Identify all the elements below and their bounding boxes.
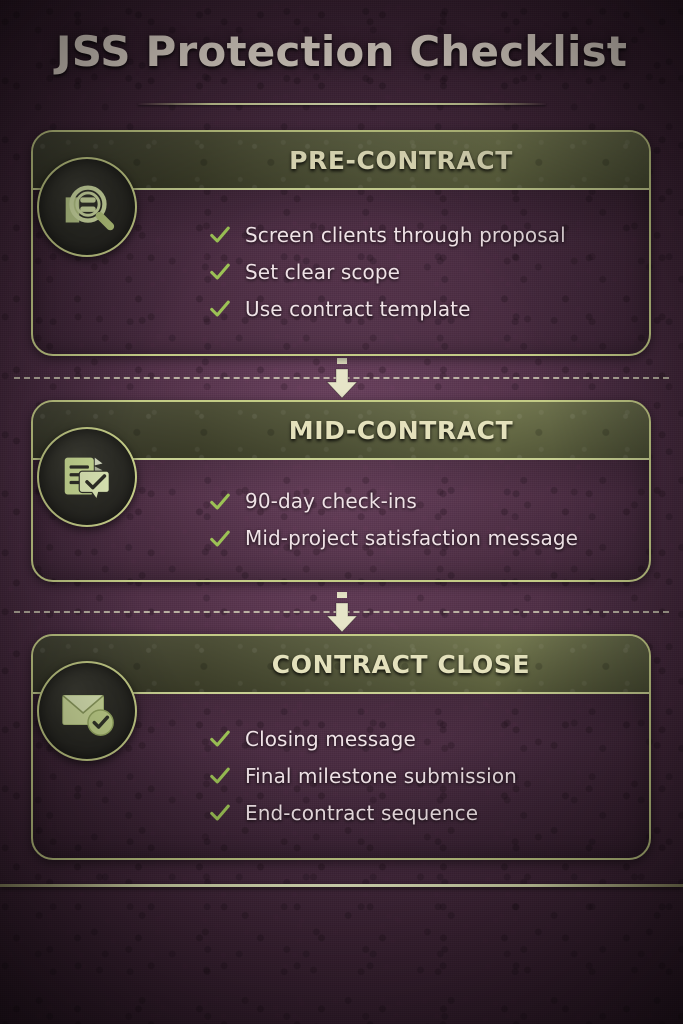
section-icon-badge-mid-contract bbox=[37, 427, 137, 527]
section-card-pre-contract: PRE-CONTRACT Screen clients through prop… bbox=[31, 130, 651, 356]
list-item-label: Final milestone submission bbox=[245, 763, 517, 788]
list-item-label: Closing message bbox=[245, 726, 416, 751]
list-item: End-contract sequence bbox=[209, 795, 625, 832]
list-item: Use contract template bbox=[209, 291, 625, 328]
list-item: Mid-project satisfaction message bbox=[209, 520, 625, 557]
section-icon-badge-contract-close bbox=[37, 661, 137, 761]
check-icon bbox=[210, 804, 230, 821]
section-title-pre-contract: PRE-CONTRACT bbox=[289, 145, 513, 175]
title-divider bbox=[138, 103, 546, 105]
envelope-check-icon bbox=[62, 694, 114, 736]
list-item-label: End-contract sequence bbox=[245, 800, 479, 825]
check-icon bbox=[210, 493, 230, 510]
list-item: Final milestone submission bbox=[209, 758, 625, 795]
connector-2 bbox=[0, 590, 683, 636]
check-icon bbox=[210, 226, 230, 243]
check-icon bbox=[210, 767, 230, 784]
list-item-label: Use contract template bbox=[245, 296, 471, 321]
list-item: 90-day check-ins bbox=[209, 483, 625, 520]
check-icon bbox=[210, 730, 230, 747]
check-icon bbox=[210, 263, 230, 280]
list-item-label: Screen clients through proposal bbox=[245, 222, 566, 247]
list-item: Screen clients through proposal bbox=[209, 217, 625, 254]
check-icon bbox=[210, 300, 230, 317]
bottom-divider bbox=[0, 884, 683, 887]
list-item: Set clear scope bbox=[209, 254, 625, 291]
section-title-contract-close: CONTRACT CLOSE bbox=[271, 649, 531, 679]
list-item-label: 90-day check-ins bbox=[245, 489, 417, 513]
list-item-label: Set clear scope bbox=[245, 259, 401, 284]
page-title-block: JSS Protection Checklist bbox=[0, 27, 683, 76]
section-icon-badge-pre-contract bbox=[37, 157, 137, 257]
section-title-mid-contract: MID-CONTRACT bbox=[288, 415, 514, 445]
connector-1 bbox=[0, 356, 683, 402]
list-item: Closing message bbox=[209, 721, 625, 758]
page-title: JSS Protection Checklist bbox=[55, 27, 628, 76]
section-card-contract-close: CONTRACT CLOSE Closing message Final mil… bbox=[31, 634, 651, 860]
arrow-down-icon bbox=[325, 592, 358, 633]
check-icon bbox=[210, 530, 230, 547]
arrow-down-icon bbox=[325, 358, 358, 399]
document-chat-check-icon bbox=[64, 457, 110, 501]
magnifier-document-icon bbox=[65, 185, 115, 231]
list-item-label: Mid-project satisfaction message bbox=[245, 526, 579, 550]
